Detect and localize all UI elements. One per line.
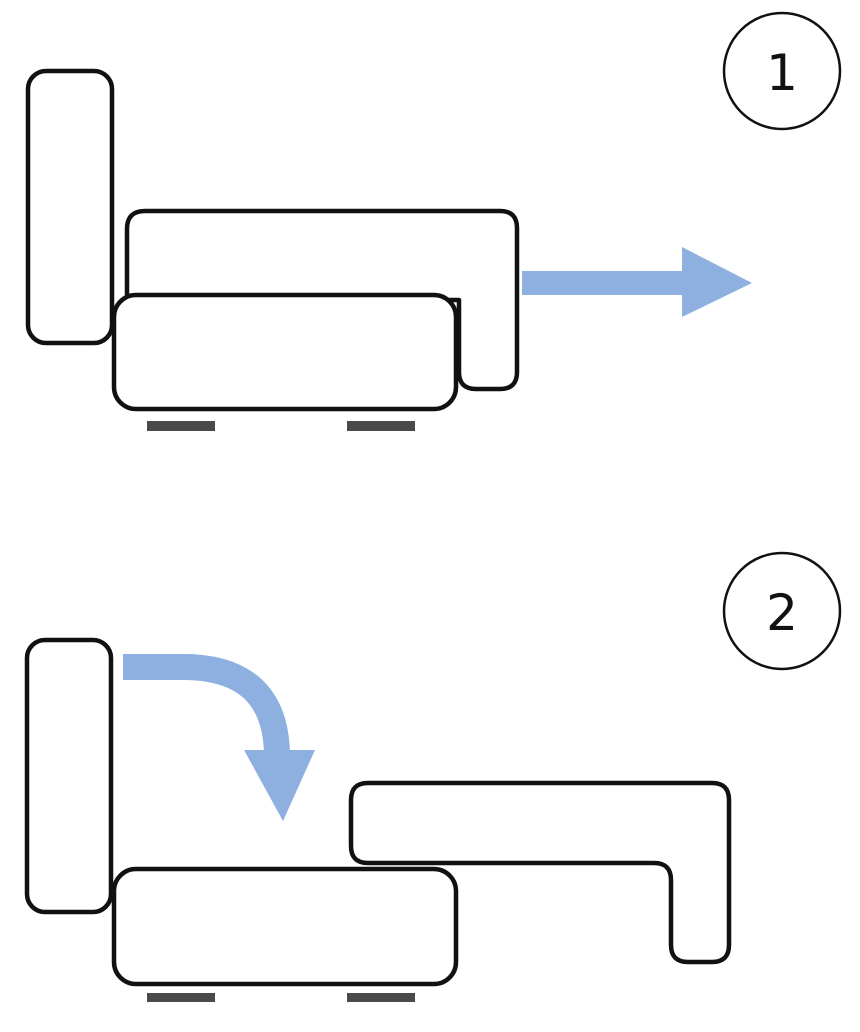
step-1-pull-arrow [522,247,752,317]
step-2-backrest [24,637,114,915]
step-1-badge: 1 [722,11,842,131]
step-1-number: 1 [766,44,798,102]
step-2-circle [722,551,842,671]
step-2-seat [111,866,459,987]
step-1-leg-right [347,421,415,431]
step-2-fold-arrow [123,654,315,821]
step-1-backrest [25,68,115,346]
step-2-number: 2 [766,584,798,642]
step-2-pullout-frame [348,780,732,965]
step-1-circle [722,11,842,131]
step-2-leg-right [347,993,415,1002]
step-1-leg-left [147,421,215,431]
step-1-seat [111,292,459,412]
step-2-panel: 2 [24,551,842,1002]
step-2-leg-left [147,993,215,1002]
step-2-badge: 2 [722,551,842,671]
step-1-panel: 1 [25,11,842,431]
